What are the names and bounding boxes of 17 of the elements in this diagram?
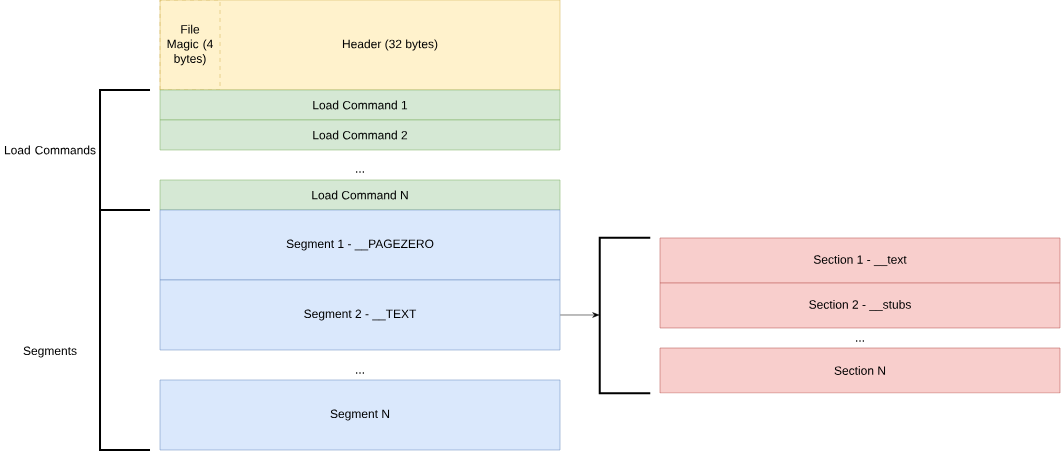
bracket-label: Load Commands [4,145,96,155]
ellipsis: ... [856,340,864,342]
node-label: Section 1 - __text [813,254,907,267]
load-command-box: Load Command 2 [159,119,561,151]
ellipsis: ... [356,171,364,173]
load-command-box: Load Command N [159,179,561,211]
arrow [560,312,600,318]
bracket-label: Segments [23,346,77,358]
section-box: Section 1 - __text [659,237,1061,284]
ellipsis: ... [356,372,364,374]
segment-box: Segment 1 - __PAGEZERO [159,209,561,281]
segment-box: Segment N [159,379,561,451]
bracket [598,236,652,395]
section-box: Section 2 - __stubs [659,282,1061,329]
section-box: Section N [659,347,1061,394]
segment-box: Segment 2 - __TEXT [159,279,561,351]
load-command-box: Load Command 1 [159,89,561,121]
